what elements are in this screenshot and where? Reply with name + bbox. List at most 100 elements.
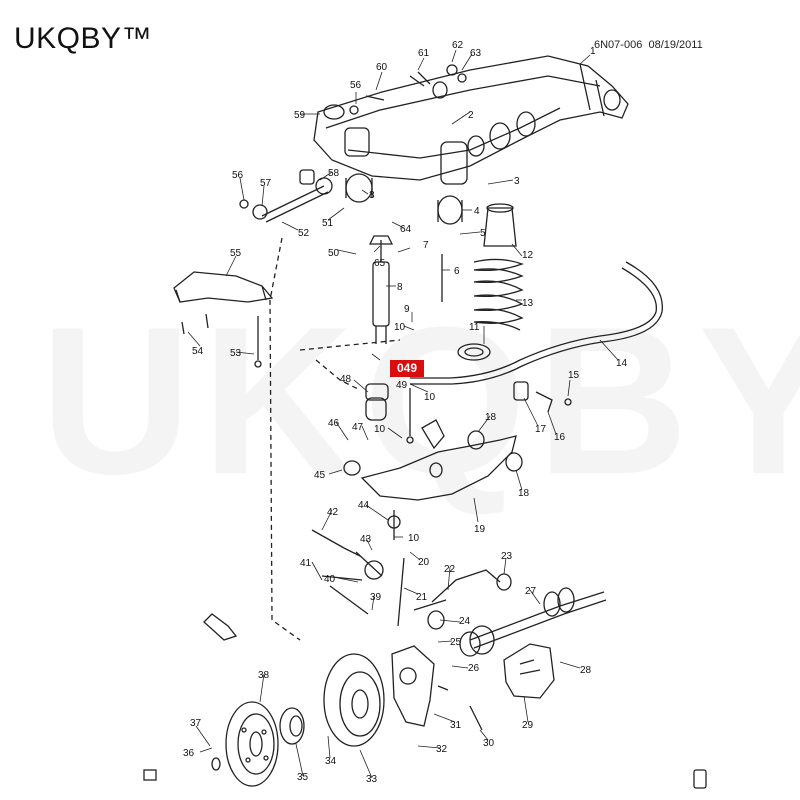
diagram-code: 6N07-006 — [594, 39, 643, 51]
callout-33: 33 — [366, 774, 378, 785]
callout-7: 7 — [423, 240, 429, 251]
callout-29: 29 — [522, 720, 534, 731]
wheel-hub — [279, 707, 305, 745]
callout-34: 34 — [325, 756, 337, 767]
callout-2: 2 — [468, 110, 474, 121]
callout-65: 65 — [374, 258, 386, 269]
callout-14: 14 — [616, 358, 628, 369]
callout-18b: 18 — [518, 488, 530, 499]
callout-27: 27 — [525, 586, 537, 597]
callout-26: 26 — [468, 663, 480, 674]
upper-control-arm — [173, 271, 274, 368]
footnote-box — [143, 769, 157, 781]
knuckle — [391, 645, 483, 731]
callout-42: 42 — [327, 507, 339, 518]
callout-39: 39 — [370, 592, 382, 603]
callout-18a: 18 — [485, 412, 497, 423]
callout-49: 49 — [396, 380, 408, 391]
callout-43: 43 — [360, 534, 372, 545]
callout-6: 6 — [454, 266, 460, 277]
callout-37: 37 — [190, 718, 202, 729]
rear-crossmember — [313, 55, 629, 181]
brake-rotor — [225, 701, 279, 787]
callout-60: 60 — [376, 62, 388, 73]
callout-10c: 10 — [374, 424, 386, 435]
callout-10a: 10 — [394, 322, 406, 333]
caliper — [503, 643, 555, 699]
callout-22: 22 — [444, 564, 456, 575]
callout-35: 35 — [297, 772, 309, 783]
bolt-61 — [409, 71, 431, 87]
callout-17: 17 — [535, 424, 547, 435]
callout-10d: 10 — [408, 533, 420, 544]
callout-23: 23 — [501, 551, 513, 562]
callout-13: 13 — [522, 298, 534, 309]
callout-47: 47 — [352, 422, 364, 433]
callout-8: 8 — [397, 282, 403, 293]
callout-62: 62 — [452, 40, 464, 51]
callout-64: 64 — [400, 224, 412, 235]
nut-36 — [211, 757, 221, 771]
callout-56a: 56 — [232, 170, 244, 181]
callout-31: 31 — [450, 720, 462, 731]
callout-38: 38 — [258, 670, 270, 681]
highlight-tag: 049 — [390, 360, 424, 377]
callout-10b: 10 — [424, 392, 436, 403]
coil-spring — [441, 203, 524, 361]
callout-46: 46 — [328, 418, 340, 429]
toe-link — [239, 169, 333, 223]
bushing-56 — [349, 105, 359, 115]
callout-20: 20 — [418, 557, 430, 568]
callout-25: 25 — [450, 637, 462, 648]
callout-24: 24 — [459, 616, 471, 627]
shock-absorber — [365, 235, 394, 421]
callout-63: 63 — [470, 48, 482, 59]
subframe-bushings — [344, 127, 468, 225]
callout-59: 59 — [294, 110, 306, 121]
diagram-date: 08/19/2011 — [648, 39, 703, 51]
dashed-guide-mid — [299, 339, 401, 351]
callout-55: 55 — [230, 248, 242, 259]
callout-12: 12 — [522, 250, 534, 261]
leader-lines — [187, 49, 619, 779]
washer-63 — [457, 73, 467, 83]
callout-50: 50 — [328, 248, 340, 259]
line-art — [143, 55, 707, 789]
bolt-60 — [365, 95, 385, 101]
callout-54: 54 — [192, 346, 204, 357]
callout-40: 40 — [324, 574, 336, 585]
callout-19: 19 — [474, 524, 486, 535]
callout-58: 58 — [328, 168, 340, 179]
brake-shield — [323, 653, 385, 747]
callout-28: 28 — [580, 665, 592, 676]
callout-30: 30 — [483, 738, 495, 749]
bushing-59 — [323, 104, 345, 120]
callout-36: 36 — [183, 748, 195, 759]
diagram-code-date: 6N07-006 08/19/2011 — [594, 39, 703, 51]
callout-45: 45 — [314, 470, 326, 481]
lower-control-arm — [343, 388, 523, 501]
callout-21: 21 — [416, 592, 428, 603]
book-icon — [693, 769, 707, 789]
callout-51: 51 — [322, 218, 334, 229]
callout-52: 52 — [298, 228, 310, 239]
callout-11: 11 — [469, 322, 480, 333]
nut-62 — [446, 64, 458, 76]
callout-41: 41 — [300, 558, 312, 569]
callout-5: 5 — [480, 228, 486, 239]
callout-32: 32 — [436, 744, 448, 755]
callout-48: 48 — [340, 374, 352, 385]
brand-logo: UKQBY™ — [14, 22, 153, 55]
dashed-guide-left — [269, 237, 301, 641]
callout-44: 44 — [358, 500, 370, 511]
callout-labels: 1 2 3 3 4 5 6 7 8 9 10 10 10 10 11 12 13… — [183, 40, 628, 785]
callout-53: 53 — [230, 348, 242, 359]
drive-shaft — [459, 587, 607, 657]
callout-16: 16 — [554, 432, 566, 443]
callout-9: 9 — [404, 304, 410, 315]
dashed-guide-shock — [315, 359, 361, 391]
direction-arrow — [203, 613, 238, 641]
stabilizer-bar — [410, 261, 663, 413]
